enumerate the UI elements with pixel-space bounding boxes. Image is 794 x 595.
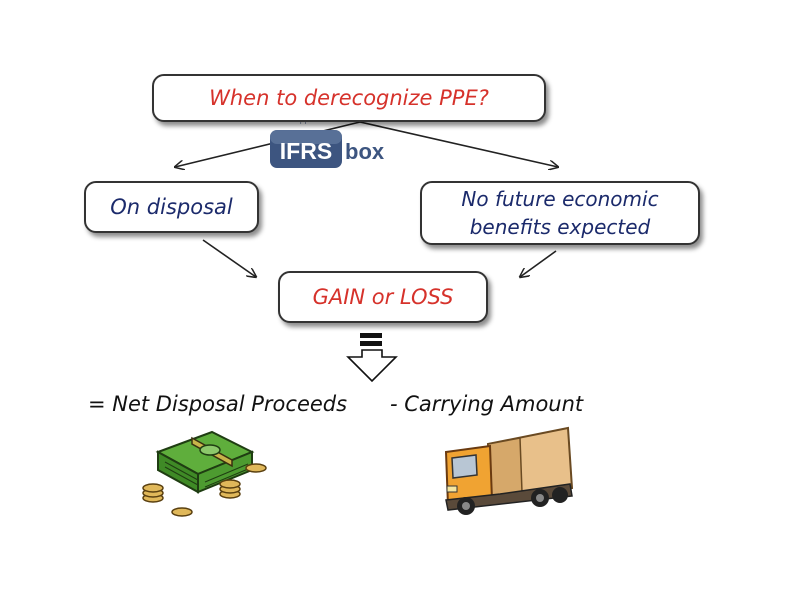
question-box: When to derecognize PPE?: [152, 74, 546, 122]
formula-carrying-amount: - Carrying Amount: [390, 392, 584, 416]
equals-down-arrow: [346, 333, 398, 383]
gain-loss-box: GAIN or LOSS: [278, 271, 488, 323]
logo-right-text: box: [345, 139, 385, 164]
disposal-box: On disposal: [84, 181, 259, 233]
ifrsbox-logo: IFRS box ᵢ ᵢ: [270, 117, 385, 168]
truck-icon: [444, 426, 574, 515]
gain-loss-text: GAIN or LOSS: [312, 285, 454, 309]
arrow-to-disposal: [175, 121, 361, 167]
no-benefits-box: No future economic benefits expected: [420, 181, 700, 245]
arrow-disposal-to-result: [202, 239, 256, 277]
arrow-no-benefits-to-result: [520, 250, 557, 277]
arrow-to-no-benefits: [359, 121, 558, 167]
money-icon: [142, 430, 267, 517]
no-benefits-line-1: No future economic: [461, 187, 659, 211]
no-benefits-text: No future economic benefits expected: [461, 185, 658, 241]
question-text: When to derecognize PPE?: [209, 86, 489, 110]
svg-text:ᵢ ᵢ: ᵢ ᵢ: [300, 117, 306, 127]
disposal-text: On disposal: [110, 195, 233, 219]
logo-left-text: IFRS: [280, 138, 332, 164]
no-benefits-line-2: benefits expected: [469, 215, 651, 239]
formula-net-proceeds: = Net Disposal Proceeds: [88, 392, 348, 416]
